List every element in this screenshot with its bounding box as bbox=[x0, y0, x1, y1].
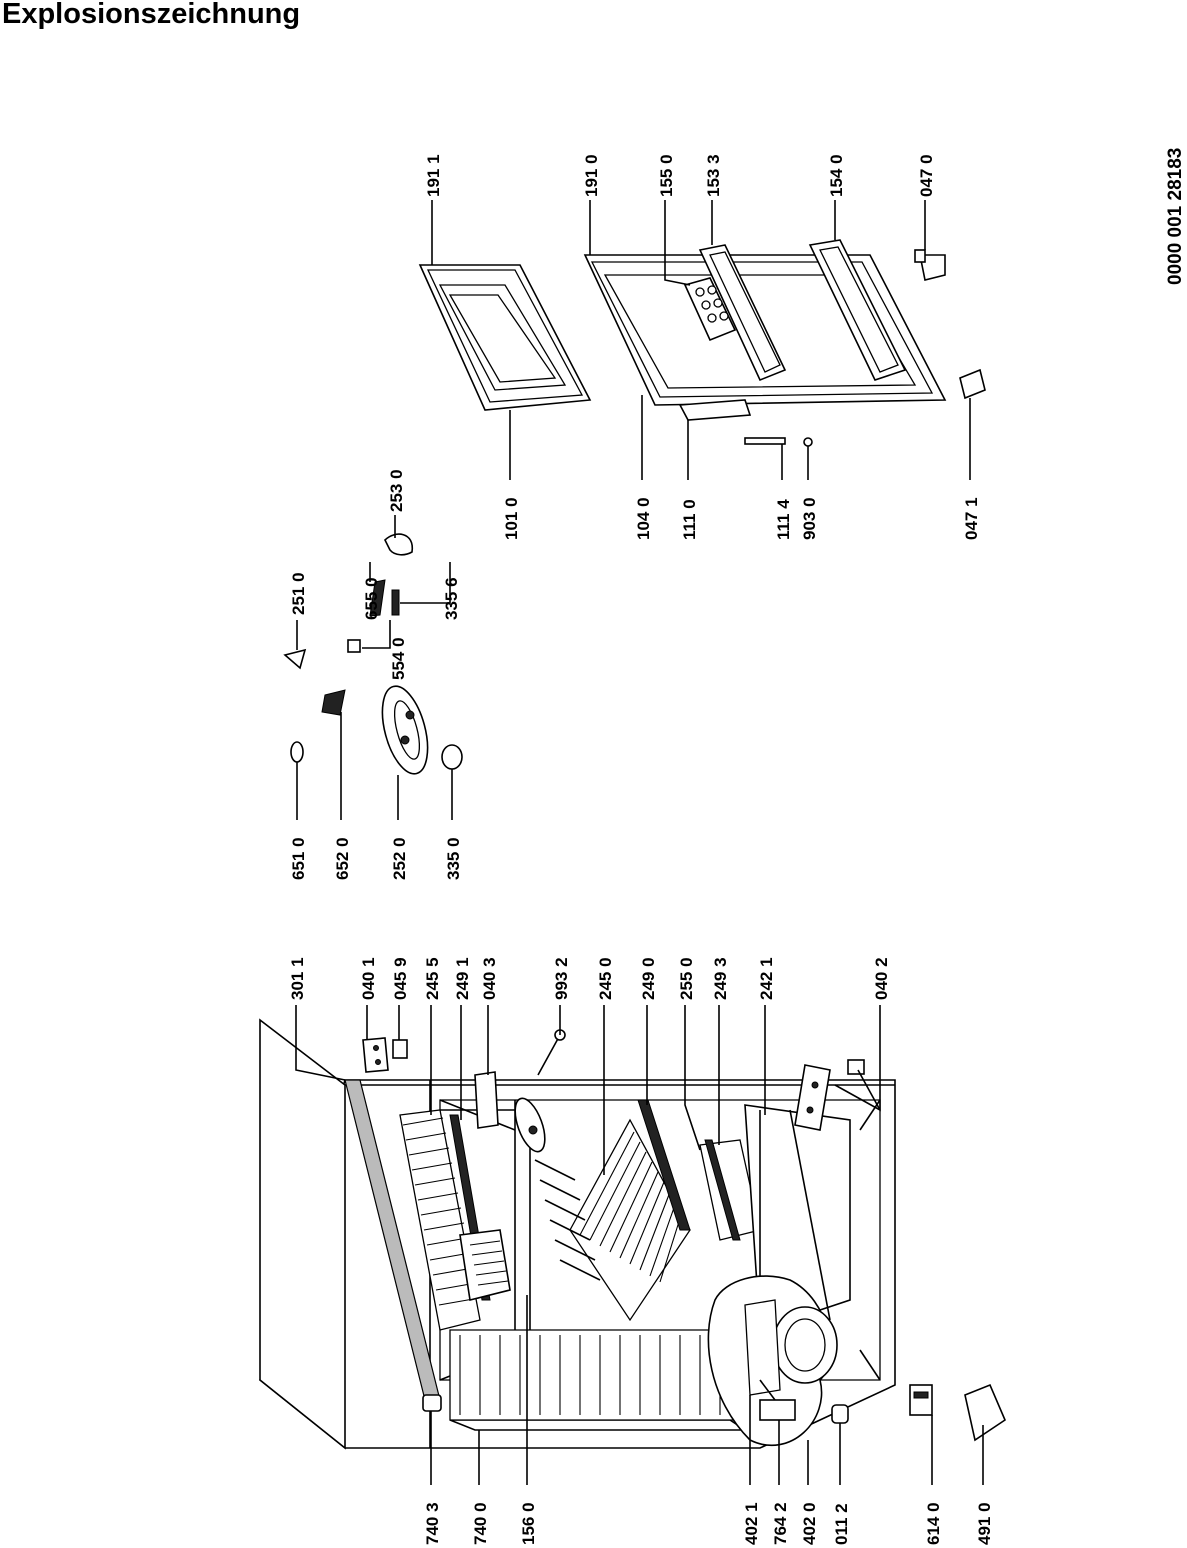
part-903-0-screw bbox=[803, 437, 813, 447]
label-402-1: 402 1 bbox=[742, 1502, 761, 1545]
wire-shelf-rack bbox=[534, 1159, 601, 1281]
part-651-0-lamp bbox=[290, 741, 304, 763]
label-249-1: 249 1 bbox=[453, 957, 472, 1000]
label-402-0: 402 0 bbox=[800, 1502, 819, 1545]
label-242-1: 242 1 bbox=[757, 957, 776, 1000]
label-335-6: 335 6 bbox=[442, 577, 461, 620]
part-249-3-crisper-rail bbox=[704, 1139, 741, 1241]
part-111-4-trim bbox=[744, 437, 786, 445]
label-040-1: 040 1 bbox=[359, 957, 378, 1000]
label-652-0: 652 0 bbox=[333, 837, 352, 880]
part-155-0-egg-tray bbox=[683, 277, 737, 342]
part-154-0-door-bin bbox=[808, 239, 907, 381]
part-245-0-glass-shelf bbox=[569, 1118, 691, 1322]
label-651-0: 651 0 bbox=[289, 837, 308, 880]
label-903-0: 903 0 bbox=[800, 497, 819, 540]
part-491-0-cover bbox=[964, 1383, 1006, 1442]
label-191-0: 191 0 bbox=[582, 154, 601, 197]
part-245-5-grid-shelf bbox=[399, 1109, 481, 1331]
part-655-0-thermostat bbox=[369, 579, 386, 617]
part-249-0-shelf-rail bbox=[637, 1099, 691, 1231]
inner-lamp-housing bbox=[514, 1097, 546, 1153]
label-251-0: 251 0 bbox=[289, 572, 308, 615]
label-655-0: 655 0 bbox=[362, 577, 381, 620]
part-764-2-relay bbox=[759, 1399, 796, 1421]
label-249-3: 249 3 bbox=[711, 957, 730, 1000]
label-047-1: 047 1 bbox=[962, 497, 981, 540]
label-740-3: 740 3 bbox=[423, 1502, 442, 1545]
label-154-0: 154 0 bbox=[827, 154, 846, 197]
label-045-9: 045 9 bbox=[391, 957, 410, 1000]
part-335-6-shaft bbox=[391, 589, 400, 616]
label-252-0: 252 0 bbox=[390, 837, 409, 880]
label-040-3: 040 3 bbox=[480, 957, 499, 1000]
label-104-0: 104 0 bbox=[634, 497, 653, 540]
part-251-0-switch bbox=[283, 648, 307, 670]
part-011-2-foot bbox=[831, 1404, 849, 1424]
part-335-0-knob bbox=[441, 744, 463, 770]
label-301-1: 301 1 bbox=[288, 957, 307, 1000]
label-191-1: 191 1 bbox=[424, 154, 443, 197]
part-156-0-grille bbox=[459, 1229, 511, 1301]
label-993-2: 993 2 bbox=[552, 957, 571, 1000]
label-101-0: 101 0 bbox=[502, 497, 521, 540]
label-491-0: 491 0 bbox=[975, 1502, 994, 1545]
part-040-1-top-hinge bbox=[362, 1037, 389, 1073]
label-764-2: 764 2 bbox=[771, 1502, 790, 1545]
label-253-0: 253 0 bbox=[387, 469, 406, 512]
part-554-0-clip bbox=[347, 639, 361, 653]
part-740-0-condenser bbox=[449, 1329, 748, 1431]
document-number: 0000 001 28183 bbox=[1165, 148, 1186, 285]
part-614-0-starter bbox=[909, 1384, 933, 1416]
label-614-0: 614 0 bbox=[924, 1502, 943, 1545]
part-740-3-spacer bbox=[422, 1394, 442, 1412]
part-402-compressor bbox=[707, 1275, 838, 1447]
part-101-0-freezer-door bbox=[418, 264, 592, 411]
label-011-2: 011 2 bbox=[832, 1503, 851, 1545]
label-245-5: 245 5 bbox=[423, 957, 442, 1000]
label-156-0: 156 0 bbox=[519, 1502, 538, 1545]
part-652-0-lamp-socket bbox=[321, 689, 346, 716]
part-993-2-thermostat-sensor bbox=[537, 1029, 566, 1076]
label-554-0: 554 0 bbox=[389, 637, 408, 680]
label-245-0: 245 0 bbox=[596, 957, 615, 1000]
part-040-2-bottom-hinge bbox=[794, 1059, 865, 1131]
label-249-0: 249 0 bbox=[639, 957, 658, 1000]
page-title: Explosionszeichnung bbox=[2, 0, 301, 30]
part-111-0-handle bbox=[678, 399, 752, 421]
label-335-0: 335 0 bbox=[444, 837, 463, 880]
label-155-0: 155 0 bbox=[657, 154, 676, 197]
label-111-4: 111 4 bbox=[774, 499, 793, 540]
label-153-3: 153 3 bbox=[704, 154, 723, 197]
leader-lines bbox=[295, 200, 984, 1485]
part-253-0-bracket bbox=[384, 533, 413, 556]
label-047-0: 047 0 bbox=[917, 154, 936, 197]
label-740-0: 740 0 bbox=[471, 1502, 490, 1545]
part-045-9-hinge-pin bbox=[392, 1039, 408, 1059]
part-252-0-lamp-cover bbox=[381, 685, 429, 775]
part-047-1-hinge-cap bbox=[959, 368, 986, 400]
label-040-2: 040 2 bbox=[872, 957, 891, 1000]
label-111-0: 111 0 bbox=[680, 499, 699, 540]
label-255-0: 255 0 bbox=[677, 957, 696, 1000]
part-047-0-door-pin bbox=[914, 249, 946, 281]
part-labels: 301 1 040 1 045 9 245 5 249 1 040 3 993 … bbox=[288, 154, 994, 1545]
part-153-3-door-shelf bbox=[698, 244, 787, 382]
part-040-3-middle-hinge bbox=[474, 1071, 499, 1129]
